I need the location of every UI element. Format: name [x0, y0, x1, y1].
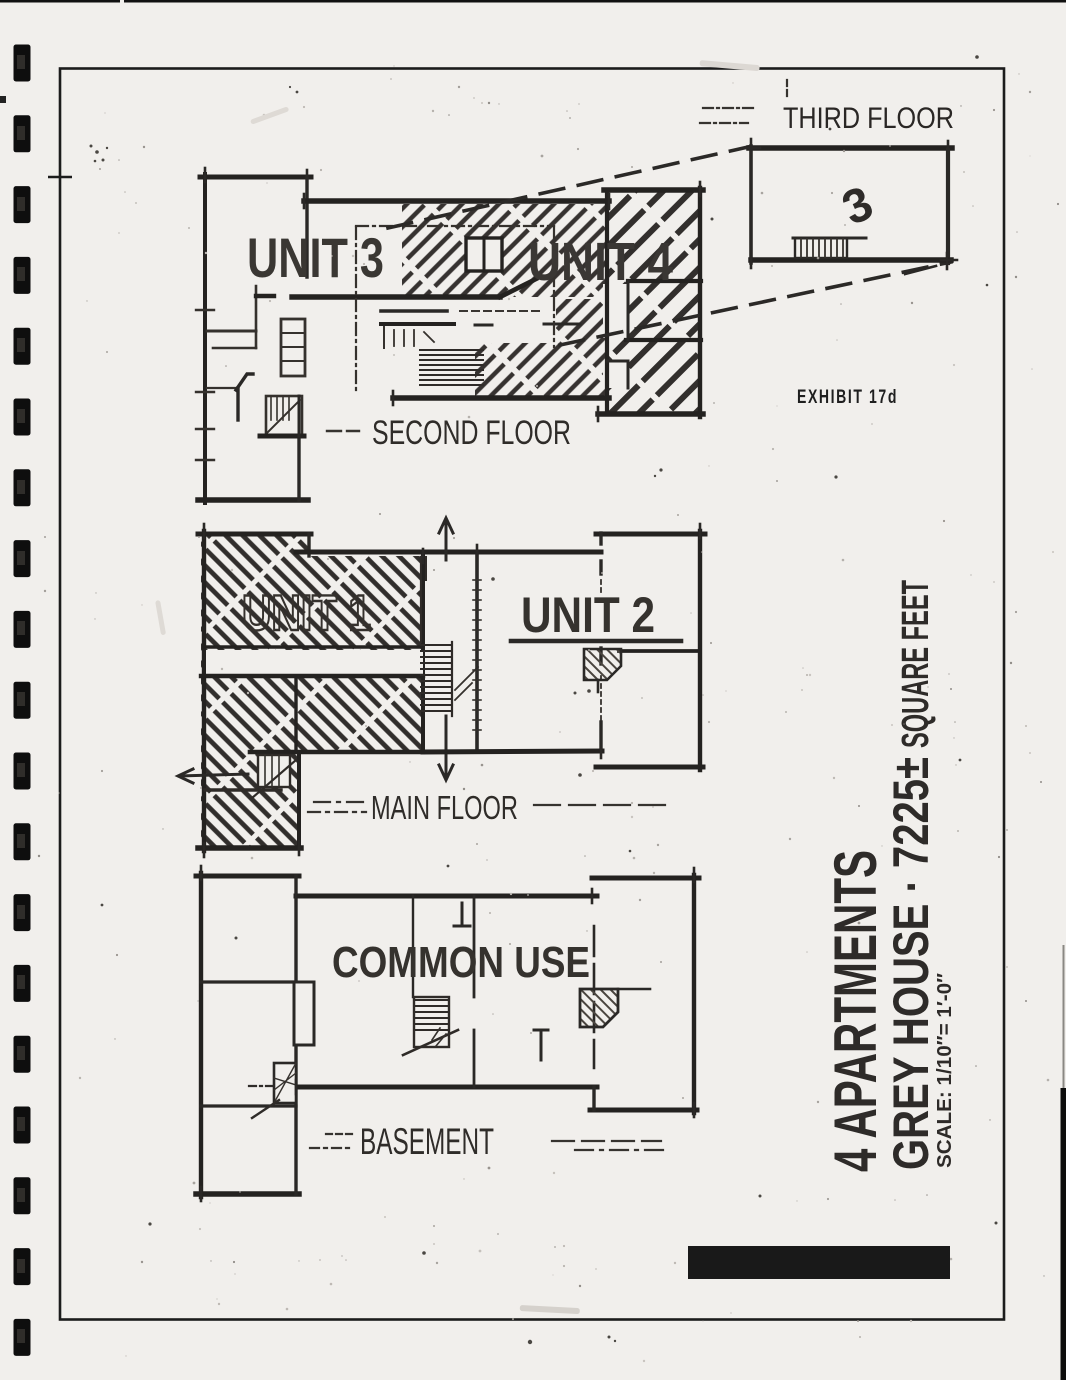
svg-text:SECOND FLOOR: SECOND FLOOR	[372, 414, 571, 452]
svg-text:BASEMENT: BASEMENT	[360, 1121, 494, 1162]
svg-text:UNIT 3: UNIT 3	[247, 226, 384, 289]
svg-text:SCALE: 1/10″= 1′-0″: SCALE: 1/10″= 1′-0″	[934, 973, 956, 1168]
svg-text:EXHIBIT 17d: EXHIBIT 17d	[797, 386, 898, 408]
svg-text:UNIT 1: UNIT 1	[242, 585, 371, 641]
svg-text:GREY HOUSE · 7225±: GREY HOUSE · 7225±	[883, 757, 939, 1170]
svg-text:4 APARTMENTS: 4 APARTMENTS	[822, 850, 889, 1172]
svg-text:UNIT 2: UNIT 2	[521, 587, 655, 643]
svg-text:THIRD FLOOR: THIRD FLOOR	[783, 102, 954, 135]
svg-text:MAIN FLOOR: MAIN FLOOR	[371, 789, 518, 826]
svg-text:COMMON USE: COMMON USE	[332, 938, 590, 987]
svg-text:SQUARE FEET: SQUARE FEET	[895, 580, 937, 748]
svg-text:UNIT 4: UNIT 4	[528, 232, 673, 292]
